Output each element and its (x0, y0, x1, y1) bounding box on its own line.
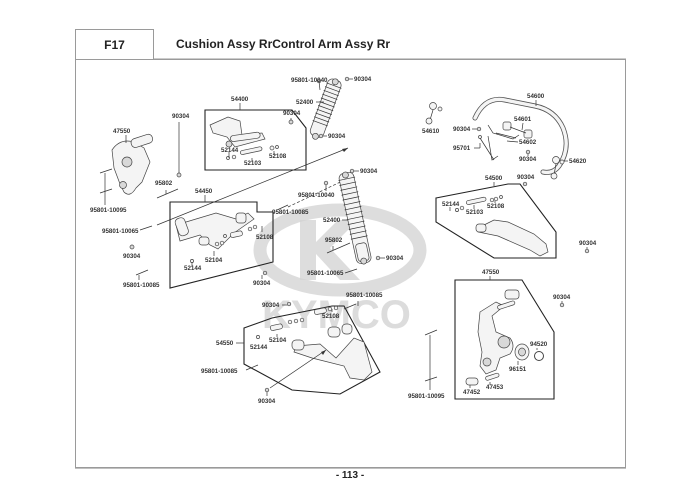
label-stab-nut: 90304 (453, 126, 471, 133)
label-arm-bottom-assy: 54550 (216, 340, 234, 347)
knuckle-right-part (477, 289, 520, 375)
page-title: Cushion Assy RrControl Arm Assy Rr (176, 37, 391, 51)
label-right-arm-pipe: 52103 (466, 209, 484, 216)
label-upper-arm-collar: 52144 (221, 147, 239, 154)
stabilizer-bar (472, 96, 569, 175)
label-knuckle-pipe: 47453 (486, 384, 504, 391)
shock-absorber-lower (338, 171, 372, 265)
label-upper-arm-pipe: 52103 (244, 160, 262, 167)
label-stab-holder: 54601 (514, 116, 532, 123)
stab-link-left (425, 102, 443, 125)
label-right-arm-nut: 90304 (517, 174, 535, 181)
label-arm-bottom-bush: 52108 (322, 313, 340, 320)
label-bolt-left-knuckle: 95801-10095 (90, 207, 127, 214)
label-arm-bottom-bolt-left: 95801-10085 (201, 368, 238, 375)
label-shock-top-bolt: 95801-10040 (291, 77, 328, 84)
label-lower-arm-bush: 52108 (256, 234, 274, 241)
label-right-arm-collar: 52144 (442, 201, 460, 208)
label-stab-nut-lower: 90304 (519, 156, 537, 163)
bottom-arm-part (291, 323, 373, 381)
label-arm-bottom-nut-top: 90304 (262, 302, 280, 309)
label-bolt-10085-mid: 95801-10085 (272, 209, 309, 216)
label-arm-bottom-nut: 90304 (258, 398, 276, 405)
section-code: F17 (75, 29, 154, 59)
label-lower-arm-collar: 52144 (184, 265, 202, 272)
label-upper-arm-nut: 90304 (283, 110, 301, 117)
label-lower-arm-assy: 54450 (195, 188, 213, 195)
label-bolt-10085-left: 95801-10085 (123, 282, 160, 289)
right-arm-part (475, 219, 549, 257)
knuckle-left (111, 133, 154, 195)
upper-arm-part (209, 116, 266, 148)
lower-arm-part (174, 212, 255, 250)
label-bolt-95802-left: 95802 (155, 180, 173, 187)
stab-bracket (478, 135, 499, 161)
label-stab-link-right: 54620 (569, 158, 587, 165)
label-shock-top-nut: 90304 (354, 76, 372, 83)
label-shock2-bottom-nut: 90304 (386, 255, 404, 262)
label-bolt-95802-mid: 95802 (325, 237, 343, 244)
label-knuckle-right: 47550 (482, 269, 500, 276)
label-shock2-bottom-bolt: 95801-10065 (307, 270, 344, 277)
label-right-nut-far: 90304 (579, 240, 597, 247)
label-shock2: 52400 (323, 217, 341, 224)
label-shock2-top-bolt: 95801-10040 (298, 192, 335, 199)
label-nut-left-mid: 90304 (123, 253, 141, 260)
label-circlip: 94520 (530, 341, 548, 348)
label-pin-left-top: 90304 (172, 113, 190, 120)
stab-link-right (550, 156, 565, 180)
label-knuckle-collar: 47452 (463, 389, 481, 396)
label-stab-bracket: 95701 (453, 145, 471, 152)
label-stab-link-left: 54610 (422, 128, 440, 135)
label-bolt-10065-left: 95801-10065 (102, 228, 139, 235)
label-lower-arm-pipe: 52104 (205, 257, 223, 264)
label-knuckle-left: 47550 (113, 128, 131, 135)
stab-holder (487, 121, 533, 140)
label-right-arm-assy: 54500 (485, 175, 503, 182)
label-arm-bottom-collar: 52144 (250, 344, 268, 351)
label-shock-absorber: 52400 (296, 99, 314, 106)
label-bearing: 96151 (509, 366, 527, 373)
label-right-arm-bush: 52108 (487, 203, 505, 210)
label-shock2-top-nut: 90304 (360, 168, 378, 175)
label-knuckle-right-nut: 90304 (553, 294, 571, 301)
label-arm-bottom-bolt-top: 95801-10085 (346, 292, 383, 299)
label-bolt-right-knuckle: 95801-10095 (408, 393, 445, 400)
label-stab-holder-plate: 54602 (519, 139, 537, 146)
label-stabilizer-bar: 54600 (527, 93, 545, 100)
label-arm-bottom-pipe: 52104 (269, 337, 287, 344)
label-nut-below-lower-arm: 90304 (253, 280, 271, 287)
bearing-part (514, 343, 530, 361)
label-shock-bottom-nut: 90304 (328, 133, 346, 140)
label-upper-arm-assy: 54400 (231, 96, 249, 103)
label-upper-arm-bush: 52108 (269, 153, 287, 160)
page-number: - 113 - (335, 470, 365, 481)
shock-absorber-upper (309, 78, 342, 140)
